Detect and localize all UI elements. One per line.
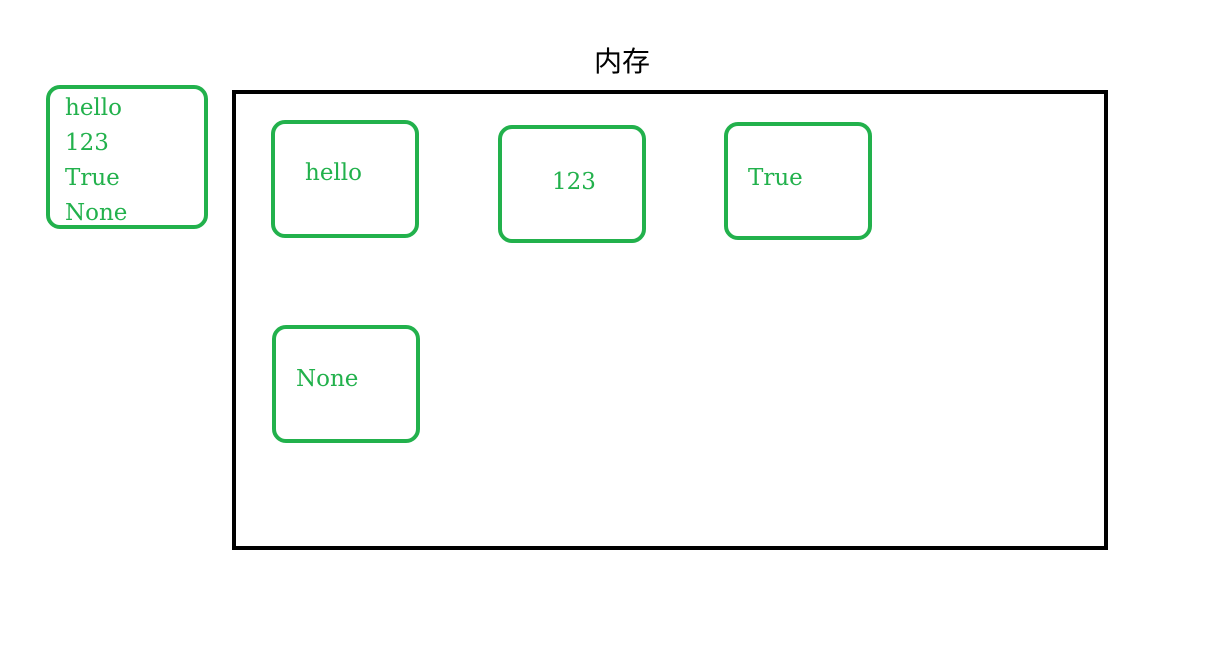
variable-list-box: hello 123 True None [46,85,208,229]
memory-object-label: None [296,366,359,392]
variable-item-true: True [65,165,120,191]
variable-item-none: None [65,200,128,226]
variable-item-123: 123 [65,130,109,156]
memory-object-true: True [724,122,872,240]
memory-object-123: 123 [498,125,646,243]
memory-object-label: 123 [552,169,596,195]
memory-object-label: True [748,165,803,191]
variable-item-hello: hello [65,95,122,121]
memory-object-label: hello [305,160,362,186]
memory-object-none: None [272,325,420,443]
memory-object-hello: hello [271,120,419,238]
memory-title: 内存 [594,45,651,78]
